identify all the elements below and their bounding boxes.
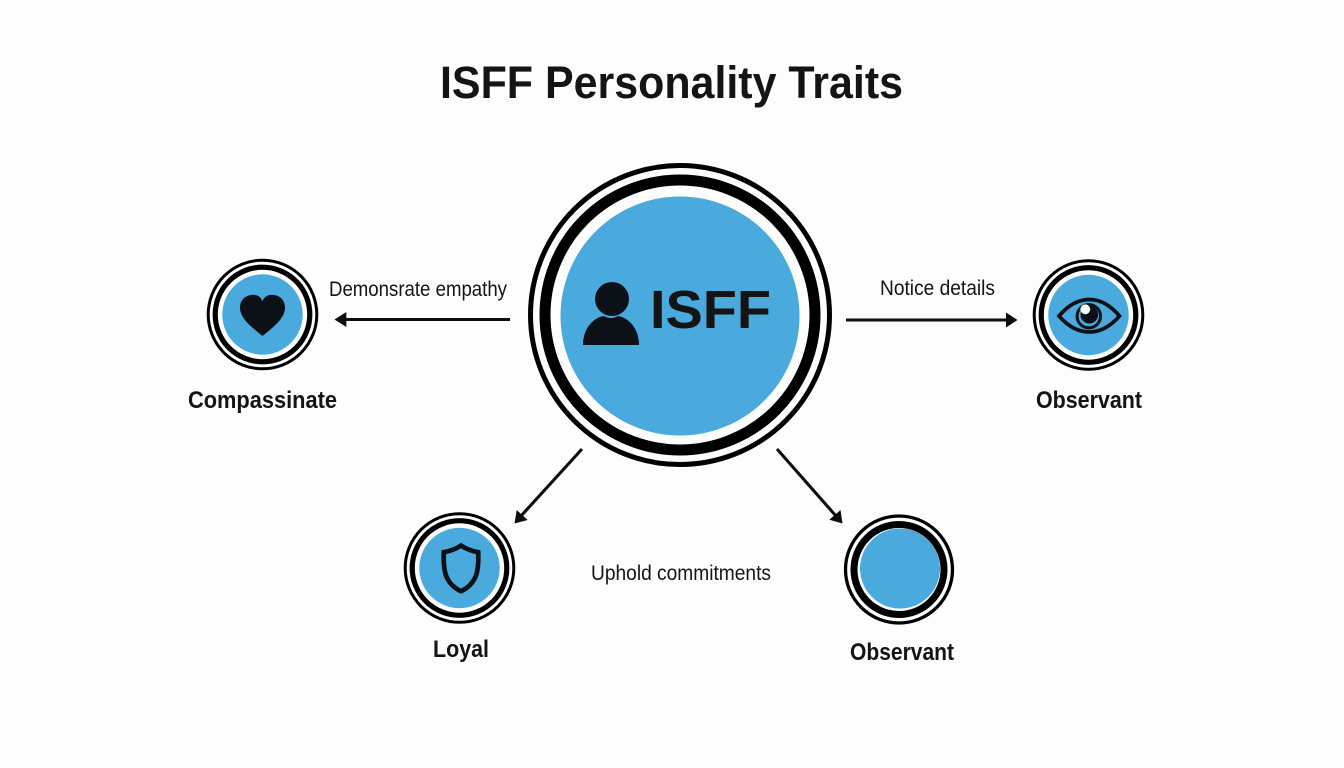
svg-text:ISFF: ISFF — [650, 280, 771, 340]
svg-text:Observant: Observant — [850, 639, 954, 666]
svg-text:Observant: Observant — [1036, 387, 1142, 414]
svg-text:Demonsrate empathy: Demonsrate empathy — [329, 278, 507, 301]
svg-text:Compassinate: Compassinate — [188, 387, 337, 414]
svg-text:Loyal: Loyal — [433, 636, 489, 663]
svg-text:Notice details: Notice details — [880, 277, 995, 300]
svg-text:ISFF Personality Traits: ISFF Personality Traits — [440, 57, 903, 108]
svg-text:Uphold commitments: Uphold commitments — [591, 562, 771, 585]
